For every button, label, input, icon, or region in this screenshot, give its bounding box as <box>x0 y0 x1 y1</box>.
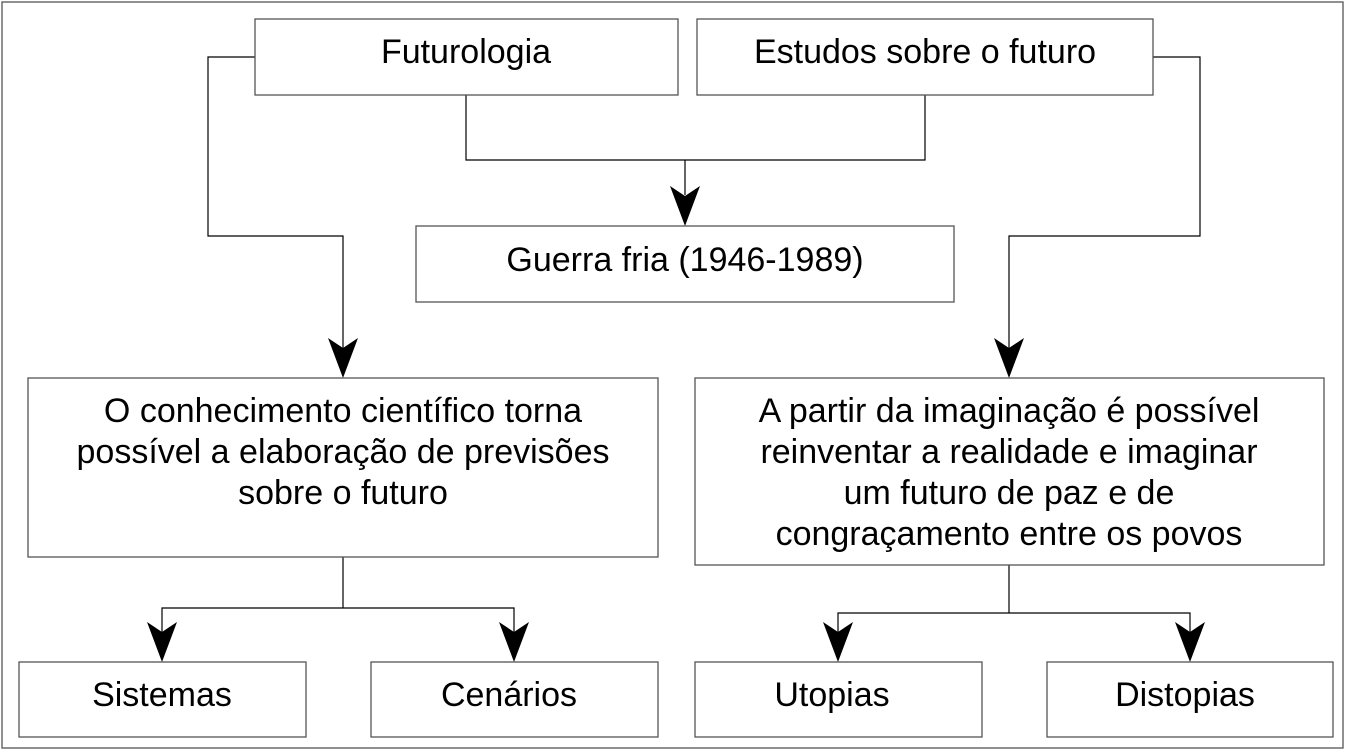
connector-to-cenarios <box>343 607 515 632</box>
connector-estudos-to-guerra <box>685 95 926 161</box>
arrow-to-sistemas <box>147 622 177 662</box>
node-distopias-label: Distopias <box>1115 676 1255 714</box>
arrow-to-cenarios <box>499 622 529 662</box>
node-cenarios: Cenários <box>370 661 659 738</box>
node-estudos-sobre-o-futuro: Estudos sobre o futuro <box>696 18 1154 96</box>
arrow-to-utopias <box>823 622 853 662</box>
node-imaginacao: A partir da imaginação é possível reinve… <box>694 377 1325 566</box>
node-imaginacao-line-4: congraçamento entre os povos <box>776 515 1243 553</box>
node-imaginacao-line-1: A partir da imaginação é possível <box>759 392 1260 430</box>
connector-to-utopias <box>837 612 1009 632</box>
node-imaginacao-line-2: reinventar a realidade e imaginar <box>760 433 1257 471</box>
node-conhecimento-line-3: sobre o futuro <box>238 474 448 512</box>
node-futurologia-label: Futurologia <box>381 33 551 71</box>
arrow-to-imaginacao <box>994 338 1024 378</box>
node-utopias-label: Utopias <box>774 676 889 714</box>
connector-to-sistemas <box>161 607 343 632</box>
node-guerra-fria-label: Guerra fria (1946-1989) <box>506 241 863 279</box>
arrow-to-distopias <box>1175 622 1205 662</box>
node-sistemas-label: Sistemas <box>92 676 232 714</box>
node-utopias: Utopias <box>694 661 983 738</box>
node-imaginacao-line-3: um futuro de paz e de <box>844 474 1175 512</box>
arrow-to-conhecimento <box>328 338 358 378</box>
arrow-to-guerra <box>670 186 700 226</box>
node-sistemas: Sistemas <box>18 661 307 738</box>
node-futurologia: Futurologia <box>254 18 679 96</box>
node-conhecimento-cientifico: O conhecimento científico torna possível… <box>27 377 659 558</box>
node-conhecimento-line-2: possível a elaboração de previsões <box>77 433 610 471</box>
node-distopias: Distopias <box>1046 661 1334 738</box>
connector-futurologia-to-guerra <box>465 95 685 161</box>
connector-estudos-to-imaginacao <box>1008 56 1201 350</box>
connector-to-distopias <box>1009 612 1191 632</box>
node-guerra-fria: Guerra fria (1946-1989) <box>415 225 955 303</box>
connector-futurologia-to-conhecimento <box>207 56 344 350</box>
node-conhecimento-line-1: O conhecimento científico torna <box>104 392 582 430</box>
node-estudos-label: Estudos sobre o futuro <box>754 33 1096 71</box>
node-cenarios-label: Cenários <box>441 676 577 714</box>
